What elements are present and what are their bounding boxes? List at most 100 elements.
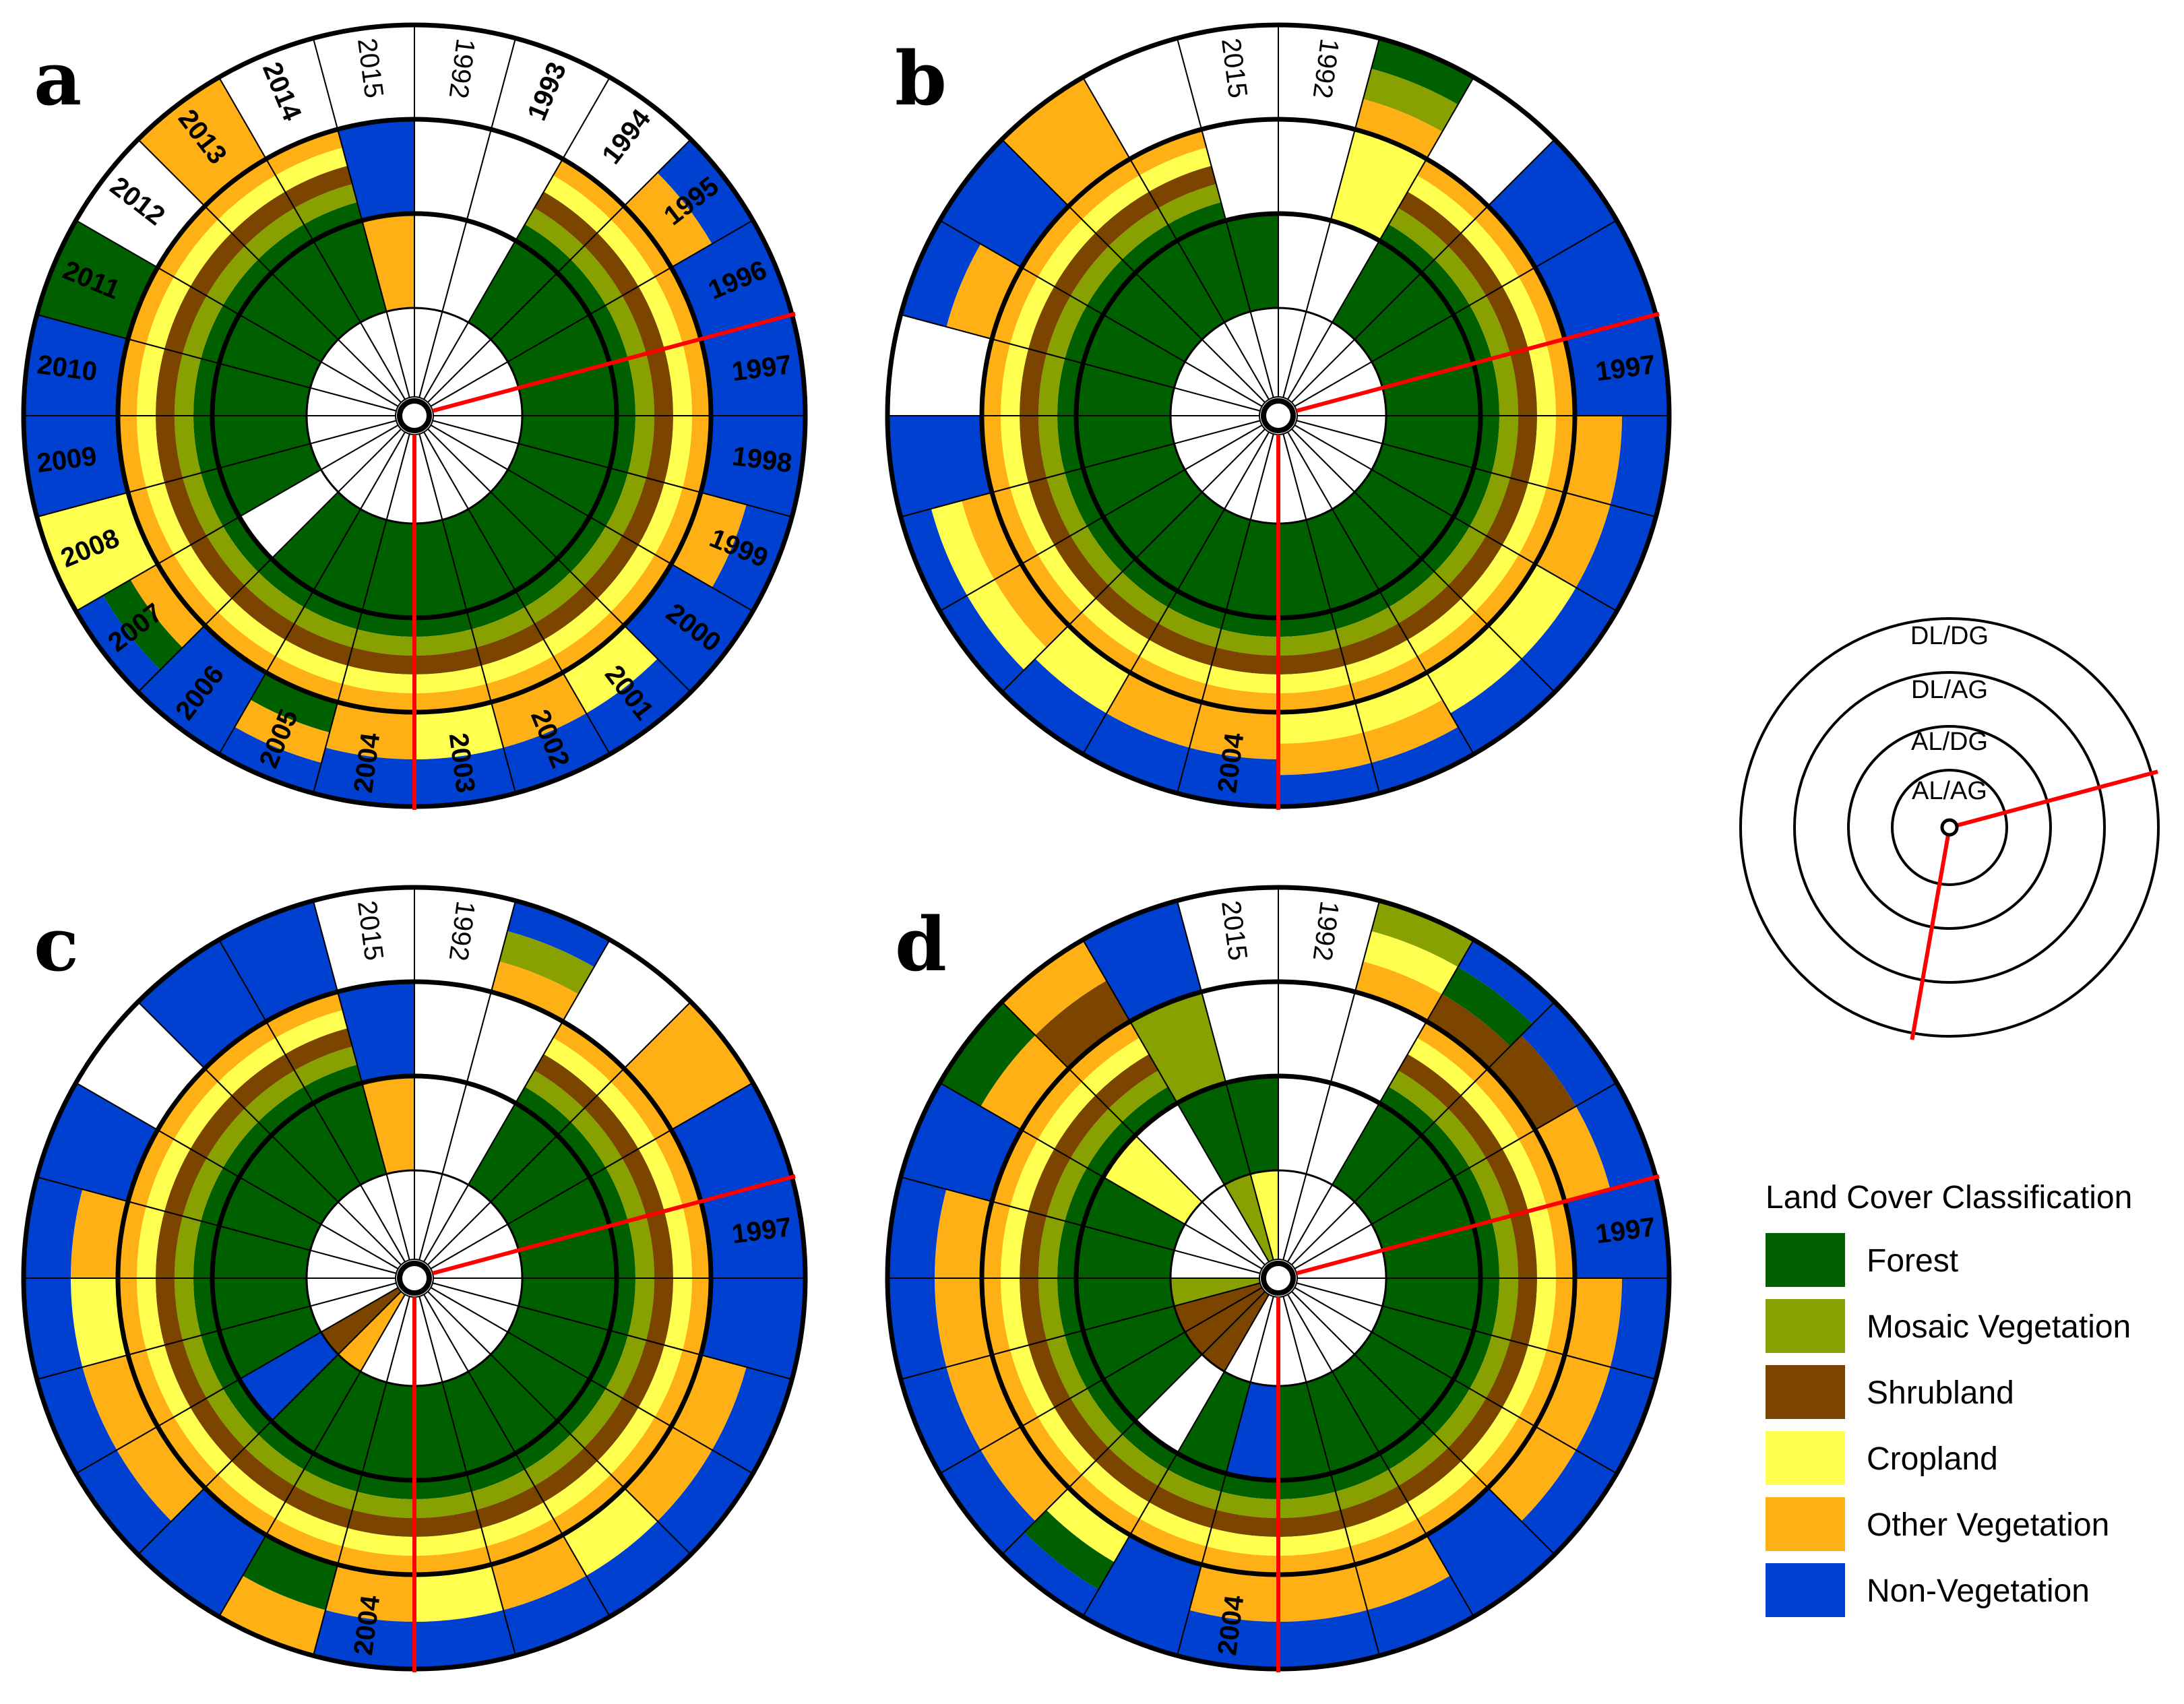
segment-dl-dg-1996 [1575, 1083, 1656, 1189]
segment-dl-dg-2002 [503, 713, 610, 794]
segment-al-ag-2007 [321, 425, 402, 493]
segment-dl-ag-2002 [471, 1470, 534, 1510]
segment-dl-ag-1996 [589, 305, 628, 364]
segment-dl-ag-2012 [190, 1095, 245, 1158]
segment-dl-ag-2007 [222, 1379, 272, 1434]
segment-dl-dg-2007 [75, 1450, 172, 1555]
segment-dl-dg-2013 [1035, 980, 1130, 1069]
segment-dl-dg-2005 [243, 1535, 338, 1610]
segment-dl-dg-2001 [1427, 625, 1522, 714]
segment-dl-ag-2013 [1122, 1086, 1177, 1135]
legend-label-mosaic-vegetation: Mosaic Vegetation [1867, 1309, 2131, 1345]
segment-dl-ag-2001 [1379, 1421, 1435, 1470]
segment-dl-dg-2010 [887, 1176, 947, 1278]
segment-al-ag-2002 [419, 432, 468, 520]
segment-dl-ag-2008 [1028, 1340, 1071, 1408]
segment-dl-ag-2002 [466, 590, 525, 629]
segment-dl-ag-2004 [352, 1491, 414, 1518]
segment-dl-ag-2011 [183, 296, 223, 359]
segment-dl-dg-2003 [414, 702, 503, 759]
segment-dl-dg-2014 [1083, 900, 1202, 1021]
segment-al-dg-1999 [507, 443, 610, 517]
segment-dl-ag-2013 [1095, 1054, 1158, 1109]
segment-al-dg-1993 [1306, 220, 1379, 323]
segment-dl-ag-2010 [156, 1211, 183, 1278]
segment-dl-ag-2007 [157, 555, 218, 626]
segment-dl-ag-2011 [1028, 286, 1071, 354]
segment-dl-ag-2001 [516, 559, 571, 608]
segment-dl-ag-1995 [1474, 206, 1536, 277]
segment-dl-ag-2008 [146, 482, 191, 555]
segment-dl-ag-2011 [991, 1130, 1038, 1207]
segment-dl-ag-1995 [557, 1122, 606, 1177]
segment-al-ag-2009 [1171, 416, 1260, 444]
segment-al-ag-2000 [1291, 1288, 1372, 1355]
segment-al-ag-1992 [414, 308, 443, 398]
segment-dl-ag-2008 [146, 1345, 191, 1417]
segment-dl-ag-2002 [1330, 1453, 1389, 1492]
segment-al-dg-2000 [1354, 470, 1454, 559]
segment-dl-ag-2013 [218, 1038, 285, 1096]
segment-dl-ag-2009 [1020, 1278, 1047, 1346]
segment-dl-ag-2009 [137, 416, 165, 488]
segment-dl-dg-2006 [1024, 1510, 1115, 1589]
segment-dl-ag-1996 [1518, 1130, 1565, 1207]
segment-al-dg-2013 [1135, 241, 1224, 340]
segment-al-dg-2004 [1226, 519, 1278, 618]
segment-dl-dg-2002 [1354, 672, 1443, 733]
segment-dl-ag-2000 [584, 1398, 639, 1461]
segment-dl-dg-2009 [935, 1278, 992, 1367]
segment-dl-ag-2011 [201, 1168, 240, 1226]
segment-dl-ag-2009 [1038, 1278, 1065, 1341]
segment-dl-ag-2006 [1068, 612, 1140, 673]
segment-al-ag-2005 [1224, 1294, 1274, 1383]
segment-dl-dg-1994 [1458, 939, 1555, 1024]
segment-dl-ag-2013 [231, 191, 294, 247]
segment-dl-dg-2002 [503, 1575, 610, 1656]
wheel-hub [1261, 1261, 1296, 1296]
segment-dl-ag-2008 [164, 1340, 207, 1408]
segment-dl-ag-1994 [1417, 1021, 1489, 1082]
segment-dl-dg-2003 [414, 1610, 516, 1669]
segment-al-dg-1993 [442, 1083, 516, 1185]
segment-al-ag-1994 [424, 1185, 491, 1265]
segment-al-dg-2002 [442, 1371, 516, 1474]
segment-al-dg-2011 [219, 1177, 321, 1251]
segment-al-ag-2013 [338, 322, 405, 403]
segment-dl-dg-2007 [103, 579, 183, 670]
segment-dl-dg-2007 [967, 579, 1047, 670]
segment-al-dg-2006 [271, 492, 361, 591]
segment-dl-ag-2007 [190, 536, 245, 599]
segment-dl-ag-2014 [1130, 991, 1226, 1104]
segment-dl-ag-2013 [258, 224, 313, 273]
segment-dl-dg-1998 [1610, 1278, 1669, 1380]
segment-dl-dg-2008 [900, 1367, 981, 1474]
segment-al-ag-2010 [307, 387, 396, 416]
segment-dl-ag-1999 [1518, 487, 1565, 564]
segment-dl-dg-2006 [1046, 1488, 1130, 1563]
segment-dl-ag-2000 [1474, 555, 1536, 626]
segment-al-ag-2012 [321, 339, 402, 406]
segment-dl-dg-1992 [414, 887, 516, 992]
segment-dl-ag-2010 [175, 353, 201, 416]
segment-dl-dg-2001 [563, 1488, 658, 1576]
segment-dl-ag-1994 [544, 1038, 611, 1096]
segment-dl-dg-1995 [624, 1001, 753, 1130]
segment-al-ag-2000 [1291, 425, 1372, 493]
segment-dl-dg-1994 [563, 77, 691, 206]
segment-dl-ag-2000 [597, 1408, 655, 1475]
segment-dl-ag-2005 [285, 623, 352, 666]
segment-dl-ag-2008 [127, 1350, 175, 1426]
segment-dl-dg-2006 [1035, 625, 1130, 714]
segment-dl-dg-2008 [946, 1354, 1022, 1450]
segment-dl-ag-2014 [304, 1065, 363, 1104]
segment-dl-ag-2014 [285, 166, 352, 208]
segment-dl-ag-2009 [155, 416, 183, 483]
segment-dl-dg-2005 [1083, 713, 1189, 794]
segment-al-dg-1998 [1382, 1278, 1480, 1331]
segment-dl-ag-2005 [1158, 607, 1222, 648]
segment-al-ag-2002 [1283, 1294, 1332, 1383]
segment-dl-dg-2015 [313, 887, 414, 992]
segment-al-dg-2007 [239, 470, 338, 559]
segment-dl-ag-2007 [1054, 1398, 1109, 1461]
